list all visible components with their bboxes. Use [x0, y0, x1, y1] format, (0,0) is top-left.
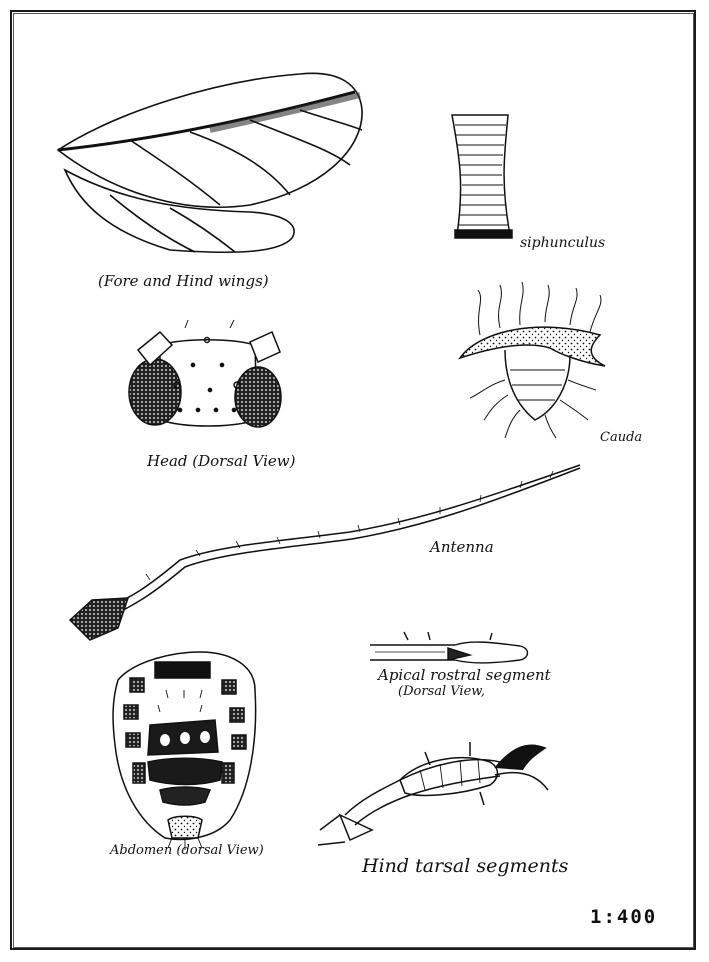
head-drawing [129, 320, 281, 427]
scale-label: 1:400 [590, 906, 657, 928]
tarsal-caption: Hind tarsal segments [362, 855, 568, 877]
rostral-caption-line1: Apical rostral segment [378, 666, 551, 684]
hind-wing-drawing [65, 170, 294, 252]
wings-caption: (Fore and Hind wings) [98, 272, 269, 290]
antenna-drawing [70, 465, 580, 640]
cauda-drawing [460, 282, 605, 438]
tarsal-segments-drawing [318, 742, 548, 845]
antenna-caption: Antenna [430, 538, 494, 556]
rostral-segment-drawing [370, 632, 528, 663]
head-caption: Head (Dorsal View) [147, 452, 296, 470]
abdomen-drawing [113, 652, 256, 850]
cauda-caption: Cauda [600, 430, 690, 445]
siphunculus-caption: siphunculus [520, 235, 605, 251]
siphunculus-drawing [452, 115, 512, 238]
abdomen-caption: Abdomen (dorsal View) [110, 843, 264, 858]
rostral-caption-line2: (Dorsal View, [398, 684, 485, 699]
